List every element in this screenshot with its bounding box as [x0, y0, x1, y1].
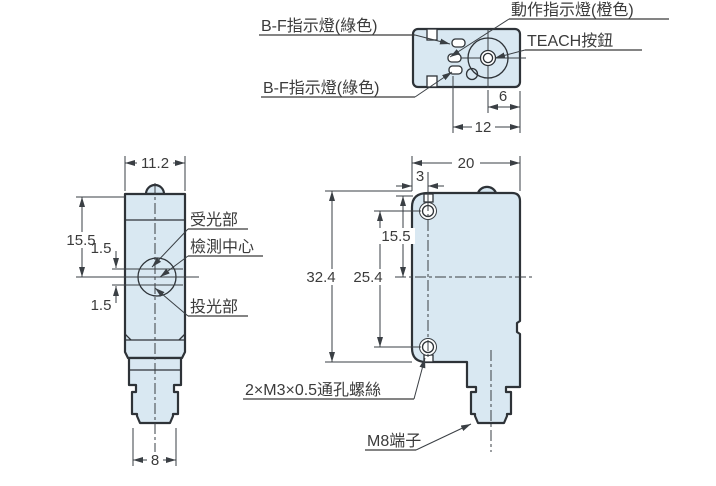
callout-action-indicator: 動作指示燈(橙色) [449, 1, 669, 58]
callout-bf-indicator-top: B-F指示燈(綠色) [259, 17, 451, 45]
callout-emitter: 投光部 [154, 287, 248, 317]
svg-text:檢測中心: 檢測中心 [190, 238, 254, 256]
top-view: 6 12 [411, 27, 526, 136]
svg-text:1.5: 1.5 [91, 297, 112, 314]
svg-text:15.5: 15.5 [66, 232, 95, 249]
teach-button-outer [479, 49, 497, 67]
button-detail-circle [465, 67, 479, 81]
svg-text:25.4: 25.4 [353, 269, 382, 286]
dim-plug-width: 8 [132, 428, 177, 469]
svg-text:20: 20 [458, 155, 475, 172]
svg-text:TEACH按鈕: TEACH按鈕 [527, 32, 613, 50]
dim-side-top-to-axis: 15.5 [378, 195, 415, 277]
teach-button-icon [482, 52, 494, 64]
callout-receiver: 受光部 [151, 211, 248, 268]
mounting-tab-top-icon [426, 28, 438, 41]
callout-teach-button: TEACH按鈕 [494, 32, 642, 59]
side-view: 20 3 32.4 25.4 15. [300, 155, 533, 452]
svg-text:投光部: 投光部 [190, 298, 238, 316]
svg-text:1.5: 1.5 [91, 240, 112, 257]
dim-front-top-to-axis: 15.5 [63, 196, 125, 277]
svg-text:動作指示燈(橙色): 動作指示燈(橙色) [511, 1, 634, 19]
side-view-body [410, 191, 522, 425]
svg-text:11.2: 11.2 [141, 155, 169, 172]
mounting-tab-bottom-icon [426, 75, 438, 88]
led-pill-bottom-icon [448, 65, 463, 75]
dim-hole-inset: 3 [396, 168, 444, 203]
dim-depth: 20 [411, 155, 521, 191]
dim-hole-pitch: 25.4 [346, 210, 421, 348]
callout-detection-center: 檢測中心 [159, 238, 263, 278]
teach-button-bezel [467, 37, 509, 79]
dim-button-to-edge: 6 [487, 88, 521, 133]
svg-text:2×M3×0.5通孔螺絲: 2×M3×0.5通孔螺絲 [245, 381, 381, 399]
svg-text:6: 6 [499, 88, 507, 105]
callout-mounting-screw: 2×M3×0.5通孔螺絲 [243, 357, 426, 400]
dim-leds-to-edge: 12 [452, 76, 520, 136]
svg-text:32.4: 32.4 [306, 269, 335, 286]
dim-height: 32.4 [300, 190, 412, 363]
callout-m8-connector: M8端子 [365, 423, 472, 451]
svg-text:3: 3 [416, 168, 424, 185]
svg-text:受光部: 受光部 [190, 211, 238, 229]
svg-text:B-F指示燈(綠色): B-F指示燈(綠色) [263, 79, 379, 97]
dim-receiver-offset: 1.5 [91, 240, 119, 268]
led-pill-middle-icon [447, 53, 462, 63]
dim-emitter-offset: 1.5 [91, 286, 119, 314]
callout-bf-indicator-bottom: B-F指示燈(綠色) [261, 71, 453, 98]
dim-front-width: 11.2 [124, 155, 186, 191]
svg-text:15.5: 15.5 [381, 228, 410, 245]
led-pill-top-icon [451, 38, 466, 48]
svg-text:12: 12 [475, 119, 492, 136]
callouts: B-F指示燈(綠色) 動作指示燈(橙色) TEACH按鈕 B-F指示燈(綠色) … [151, 1, 669, 451]
svg-text:B-F指示燈(綠色): B-F指示燈(綠色) [261, 17, 377, 35]
svg-text:M8端子: M8端子 [367, 432, 421, 450]
svg-text:8: 8 [151, 452, 159, 469]
front-view: 11.2 15.5 1.5 1.5 8 [63, 155, 199, 469]
